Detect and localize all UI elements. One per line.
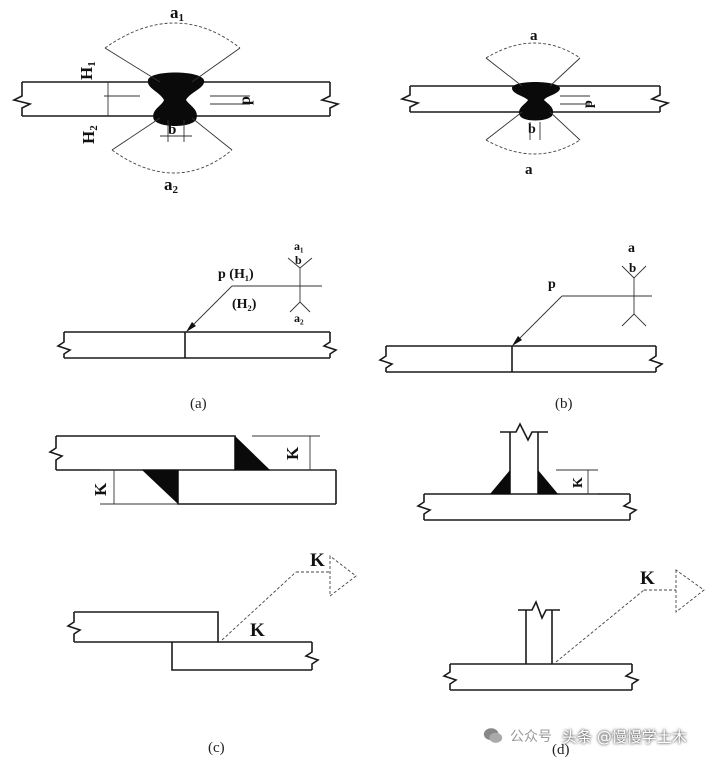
fig-d-caption: (d): [552, 742, 570, 758]
fig-a-caption: (a): [190, 396, 207, 412]
fig-c-weld-top: [235, 436, 270, 470]
watermark-text: 头条 @慢慢学土木: [562, 727, 687, 746]
symbol-b-angle-top: a: [628, 241, 635, 256]
symbol-a-h2-label: (H₂): [232, 297, 257, 312]
fig-d-t-joint: K: [416, 422, 638, 521]
fig-c-k-bottom: K: [91, 482, 110, 496]
fig-b-weld-bead: [512, 82, 560, 121]
watermark: 公众号 头条 @慢慢学土木: [482, 721, 687, 751]
fig-a-angle-bottom-label: a2: [164, 175, 179, 196]
chat-bubble-icon: [483, 728, 503, 743]
fig-c-lap-joint: K K: [48, 435, 337, 505]
symbol-c-k-leader: K: [250, 620, 265, 641]
fig-d-weld-right: [538, 470, 558, 494]
symbol-b-weld-callout: p a b (b): [378, 241, 664, 412]
fig-a-weld-bead: [147, 72, 205, 126]
symbol-c-callout: K K (c): [66, 550, 357, 756]
symbol-c-k: K: [310, 550, 325, 571]
fig-a-h2-label: H2: [79, 125, 100, 144]
fig-b-angle-bottom-label: a: [525, 162, 533, 178]
fig-d-weld-left: [490, 470, 510, 494]
symbol-a-angle-top: a₁: [294, 239, 304, 253]
watermark-sub: 公众号: [510, 729, 552, 745]
symbol-b-b-top: b: [629, 260, 636, 275]
symbol-d-callout: K (d): [442, 568, 705, 758]
fig-b-weld-section: a a p b: [399, 28, 671, 178]
symbol-a-b-top: b: [295, 253, 302, 267]
fig-a-h1-label: H1: [77, 61, 98, 80]
fig-b-p-label: p: [581, 100, 596, 108]
fig-a-p-label: p: [237, 96, 254, 105]
fig-a-weld-section: a1 a2 H1 H2 p b: [11, 3, 341, 196]
symbol-a-angle-bottom: a₂: [294, 311, 304, 325]
fig-b-angle-top-label: a: [530, 28, 538, 44]
symbol-a-weld-callout: p (H₁) (H₂) a₁ b a₂ (a): [56, 239, 338, 412]
symbol-a-p-h1-label: p (H₁): [218, 267, 254, 282]
fig-b-caption: (b): [555, 396, 573, 412]
fig-c-k-top: K: [283, 446, 302, 460]
fig-c-weld-bottom: [142, 470, 178, 504]
fig-c-caption: (c): [208, 740, 225, 756]
fig-a-b-label: b: [168, 122, 176, 138]
symbol-b-p-label: p: [548, 277, 556, 292]
fig-a-angle-top-label: a1: [170, 3, 184, 24]
fig-b-b-label: b: [528, 122, 536, 137]
fig-d-k: K: [571, 477, 586, 488]
symbol-d-k: K: [640, 568, 655, 589]
